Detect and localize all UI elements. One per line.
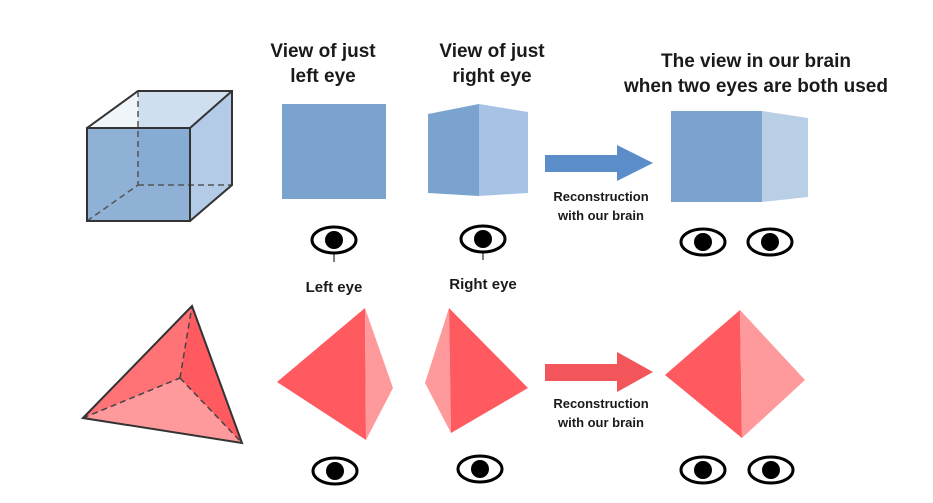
right-eye-label: Right eye — [449, 276, 517, 293]
left-eye-view-heading: View of just left eye — [251, 40, 395, 89]
heading-line: The view in our brain — [660, 51, 852, 72]
cube-left-eye-view — [282, 104, 386, 199]
cube-brain-view — [671, 111, 808, 202]
caption-line: Reconstruction — [553, 396, 649, 411]
right-eye-view-heading: View of just right eye — [420, 40, 564, 89]
caption-line: with our brain — [558, 207, 644, 223]
eye-icon — [311, 456, 359, 486]
cube-right-eye-view — [428, 104, 528, 196]
pyramid-right-eye-view — [425, 308, 528, 433]
eye-icon — [746, 227, 794, 257]
eye-icon — [679, 227, 727, 257]
heading-line: View of just — [270, 41, 376, 62]
reconstruction-caption-top: Reconstruction with our brain — [530, 188, 672, 226]
heading-line: right eye — [452, 65, 532, 87]
pyramid-left-eye-view — [277, 308, 393, 440]
heading-line: left eye — [290, 65, 356, 87]
pyramid-3d-icon — [80, 304, 244, 445]
pyramid-brain-view — [665, 310, 805, 438]
eye-icon — [747, 455, 795, 485]
cube-3d-icon — [86, 90, 233, 222]
reconstruction-arrow-bottom — [545, 352, 653, 392]
reconstruction-caption-bottom: Reconstruction with our brain — [530, 395, 672, 433]
left-eye-label: Left eye — [305, 279, 363, 296]
heading-line: when two eyes are both used — [624, 75, 888, 97]
caption-line: with our brain — [558, 414, 644, 430]
reconstruction-arrow-top — [545, 145, 653, 181]
eye-icon — [679, 455, 727, 485]
eye-icon — [459, 224, 507, 260]
eye-icon — [456, 454, 504, 484]
caption-line: Reconstruction — [553, 189, 649, 204]
brain-view-heading: The view in our brain when two eyes are … — [603, 50, 909, 99]
heading-line: View of just — [439, 41, 545, 62]
eye-icon — [310, 225, 358, 262]
